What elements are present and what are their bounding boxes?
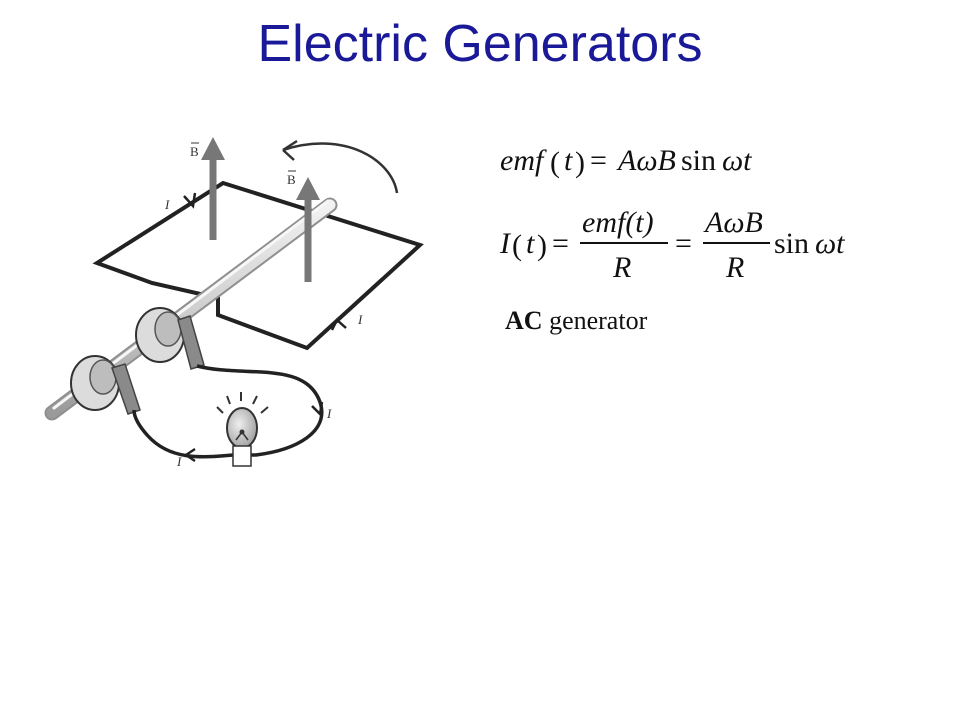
eq2-num2: AωB [703,206,763,239]
eq2-lhs-arg: t [526,227,535,260]
external-circuit [132,364,324,459]
field-arrow-right [296,177,320,282]
equation-emf: emf ( t ) = AωB sin ωt [500,144,752,179]
field-label-right: B [287,172,296,187]
brush-2 [177,315,205,370]
eq2-angle: ωt [815,227,845,260]
current-arrow-circuit-bottom [183,447,196,463]
caption: AC generator [505,306,647,336]
eq2-den2: R [725,251,744,284]
eq2-num1: emf(t) [582,206,654,239]
eq2-close-paren: ) [537,229,547,262]
eq1-lhs-fn: emf [500,144,547,177]
current-arrow-loop-top [183,192,197,209]
slip-ring-1 [70,355,120,411]
current-arrow-loop-bottom [330,317,347,331]
eq2-lhs-fn: I [499,227,512,260]
slide-title: Electric Generators [257,15,703,73]
eq1-angle: ωt [722,144,752,177]
eq1-lhs-arg: t [564,144,573,177]
eq2-equals-1: = [552,227,569,260]
brush-1 [111,363,141,415]
current-arrow-circuit-right [311,401,324,417]
eq1-equals: = [590,144,607,177]
eq1-close-paren: ) [575,146,585,179]
field-arrow-left [201,137,225,240]
eq2-den1: R [612,251,631,284]
equation-current: I ( t ) = emf(t) R = AωB R sin ωt [499,206,845,284]
slip-ring-2 [135,307,185,363]
bulb-rays [216,392,269,414]
eq2-sin: sin [774,227,809,260]
rotation-arrow-head [282,139,298,161]
eq2-equals-2: = [675,227,692,260]
eq1-open-paren: ( [550,146,560,179]
current-label-2: I [357,312,363,327]
caption-rest: generator [542,306,648,335]
current-label-4: I [176,454,182,469]
field-label-left: B [190,144,199,159]
current-label-3: I [326,406,332,421]
current-label-1: I [164,197,170,212]
light-bulb [216,392,269,467]
eq1-rhs-vars: AωB [616,144,676,177]
caption-bold: AC [505,306,543,335]
rotation-arrow [282,142,399,194]
eq1-sin: sin [681,144,716,177]
eq2-open-paren: ( [512,229,522,262]
wire-loop [92,180,424,351]
